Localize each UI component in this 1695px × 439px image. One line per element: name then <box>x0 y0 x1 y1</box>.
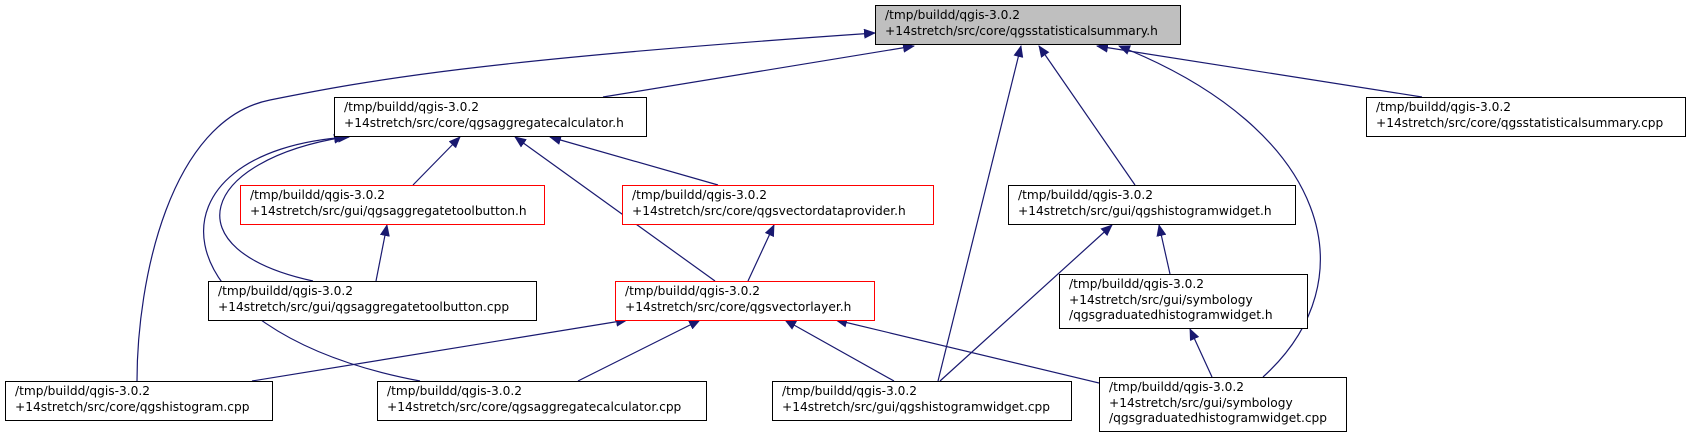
node-label-line: +14stretch/src/core/qgsaggregatecalculat… <box>387 399 682 414</box>
graph-node-n0: /tmp/buildd/qgis-3.0.2+14stretch/src/cor… <box>875 5 1181 45</box>
dependency-edge-n12-n7 <box>835 317 1100 384</box>
dependency-edge-n10-n7 <box>577 319 701 382</box>
dependency-edge-n5-n0 <box>1038 45 1136 186</box>
node-label-line: /tmp/buildd/qgis-3.0.2 <box>344 100 480 114</box>
graph-node-n1[interactable]: /tmp/buildd/qgis-3.0.2+14stretch/src/cor… <box>334 97 647 137</box>
node-label-line: +14stretch/src/gui/qgsaggregatetoolbutto… <box>218 299 510 314</box>
node-label-line: /tmp/buildd/qgis-3.0.2 <box>782 384 918 398</box>
graph-node-n6[interactable]: /tmp/buildd/qgis-3.0.2+14stretch/src/gui… <box>208 281 537 321</box>
dependency-edge-n9-n7 <box>251 316 628 382</box>
dependency-edge-n8-n5 <box>1156 224 1171 275</box>
node-label-line: +14stretch/src/core/qgsvectordataprovide… <box>632 203 906 218</box>
dependency-edge-n11-n7 <box>784 319 895 382</box>
graph-node-n10[interactable]: /tmp/buildd/qgis-3.0.2+14stretch/src/cor… <box>377 381 707 421</box>
dependency-edge-n10-n1 <box>203 132 421 382</box>
dependency-edge-n6-n1 <box>219 133 346 282</box>
dependency-edge-n3-n1 <box>412 136 461 186</box>
node-label-line: /qgsgraduatedhistogramwidget.h <box>1069 308 1273 322</box>
dependency-edge-n7-n1 <box>514 136 716 282</box>
dependency-edge-n2-n0 <box>1096 42 1423 98</box>
node-label-line: /tmp/buildd/qgis-3.0.2 <box>1376 100 1512 114</box>
graph-node-n9[interactable]: /tmp/buildd/qgis-3.0.2+14stretch/src/cor… <box>5 381 273 421</box>
graph-node-n4[interactable]: /tmp/buildd/qgis-3.0.2+14stretch/src/cor… <box>622 185 934 225</box>
graph-node-n5[interactable]: /tmp/buildd/qgis-3.0.2+14stretch/src/gui… <box>1008 185 1296 225</box>
dependency-edge-n11-n5 <box>939 224 1113 382</box>
dependency-edge-n7-n4 <box>747 224 775 282</box>
node-label-line: /tmp/buildd/qgis-3.0.2 <box>632 188 768 202</box>
node-label-line: /tmp/buildd/qgis-3.0.2 <box>250 188 386 202</box>
graph-node-n11[interactable]: /tmp/buildd/qgis-3.0.2+14stretch/src/gui… <box>772 381 1072 421</box>
edges-layer <box>136 28 1423 384</box>
node-label-line: /tmp/buildd/qgis-3.0.2 <box>625 284 761 298</box>
node-label-line: /tmp/buildd/qgis-3.0.2 <box>387 384 523 398</box>
dependency-edge-n6-n3 <box>375 224 390 282</box>
dependency-edge-n9-n0 <box>136 28 876 382</box>
node-label-line: +14stretch/src/core/qgshistogram.cpp <box>15 399 250 414</box>
node-label-line: +14stretch/src/core/qgsvectorlayer.h <box>625 299 852 314</box>
graph-node-n8[interactable]: /tmp/buildd/qgis-3.0.2+14stretch/src/gui… <box>1059 274 1308 329</box>
node-label-line: +14stretch/src/core/qgsstatisticalsummar… <box>885 23 1158 38</box>
node-label-line: /tmp/buildd/qgis-3.0.2 <box>15 384 151 398</box>
dependency-edge-n12-n8 <box>1189 328 1213 378</box>
graph-node-n2[interactable]: /tmp/buildd/qgis-3.0.2+14stretch/src/cor… <box>1366 97 1686 137</box>
dependency-edge-n4-n1 <box>549 135 719 186</box>
dependency-edge-n1-n0 <box>602 42 915 98</box>
node-label-line: +14stretch/src/core/qgsaggregatecalculat… <box>344 115 624 130</box>
node-label-line: +14stretch/src/gui/qgshistogramwidget.h <box>1018 203 1272 218</box>
node-label-line: /tmp/buildd/qgis-3.0.2 <box>218 284 354 298</box>
node-label-line: /qgsgraduatedhistogramwidget.cpp <box>1109 411 1328 425</box>
node-label-line: +14stretch/src/gui/symbology <box>1069 292 1253 307</box>
graph-node-n3[interactable]: /tmp/buildd/qgis-3.0.2+14stretch/src/gui… <box>240 185 545 225</box>
node-label-line: +14stretch/src/gui/qgsaggregatetoolbutto… <box>250 203 527 218</box>
graph-node-n7[interactable]: /tmp/buildd/qgis-3.0.2+14stretch/src/cor… <box>615 281 875 321</box>
graph-node-n12[interactable]: /tmp/buildd/qgis-3.0.2+14stretch/src/gui… <box>1099 377 1347 432</box>
node-label-line: /tmp/buildd/qgis-3.0.2 <box>1018 188 1154 202</box>
node-label-line: /tmp/buildd/qgis-3.0.2 <box>1069 277 1205 291</box>
node-label-line: /tmp/buildd/qgis-3.0.2 <box>1109 380 1245 394</box>
dependency-edge-n11-n0 <box>937 45 1024 382</box>
node-label-line: +14stretch/src/core/qgsstatisticalsummar… <box>1376 115 1664 130</box>
node-label-line: +14stretch/src/gui/symbology <box>1109 395 1293 410</box>
node-label-line: +14stretch/src/gui/qgshistogramwidget.cp… <box>782 399 1051 414</box>
dependency-edge-n12-n0 <box>1118 45 1321 378</box>
node-label-line: /tmp/buildd/qgis-3.0.2 <box>885 8 1021 22</box>
